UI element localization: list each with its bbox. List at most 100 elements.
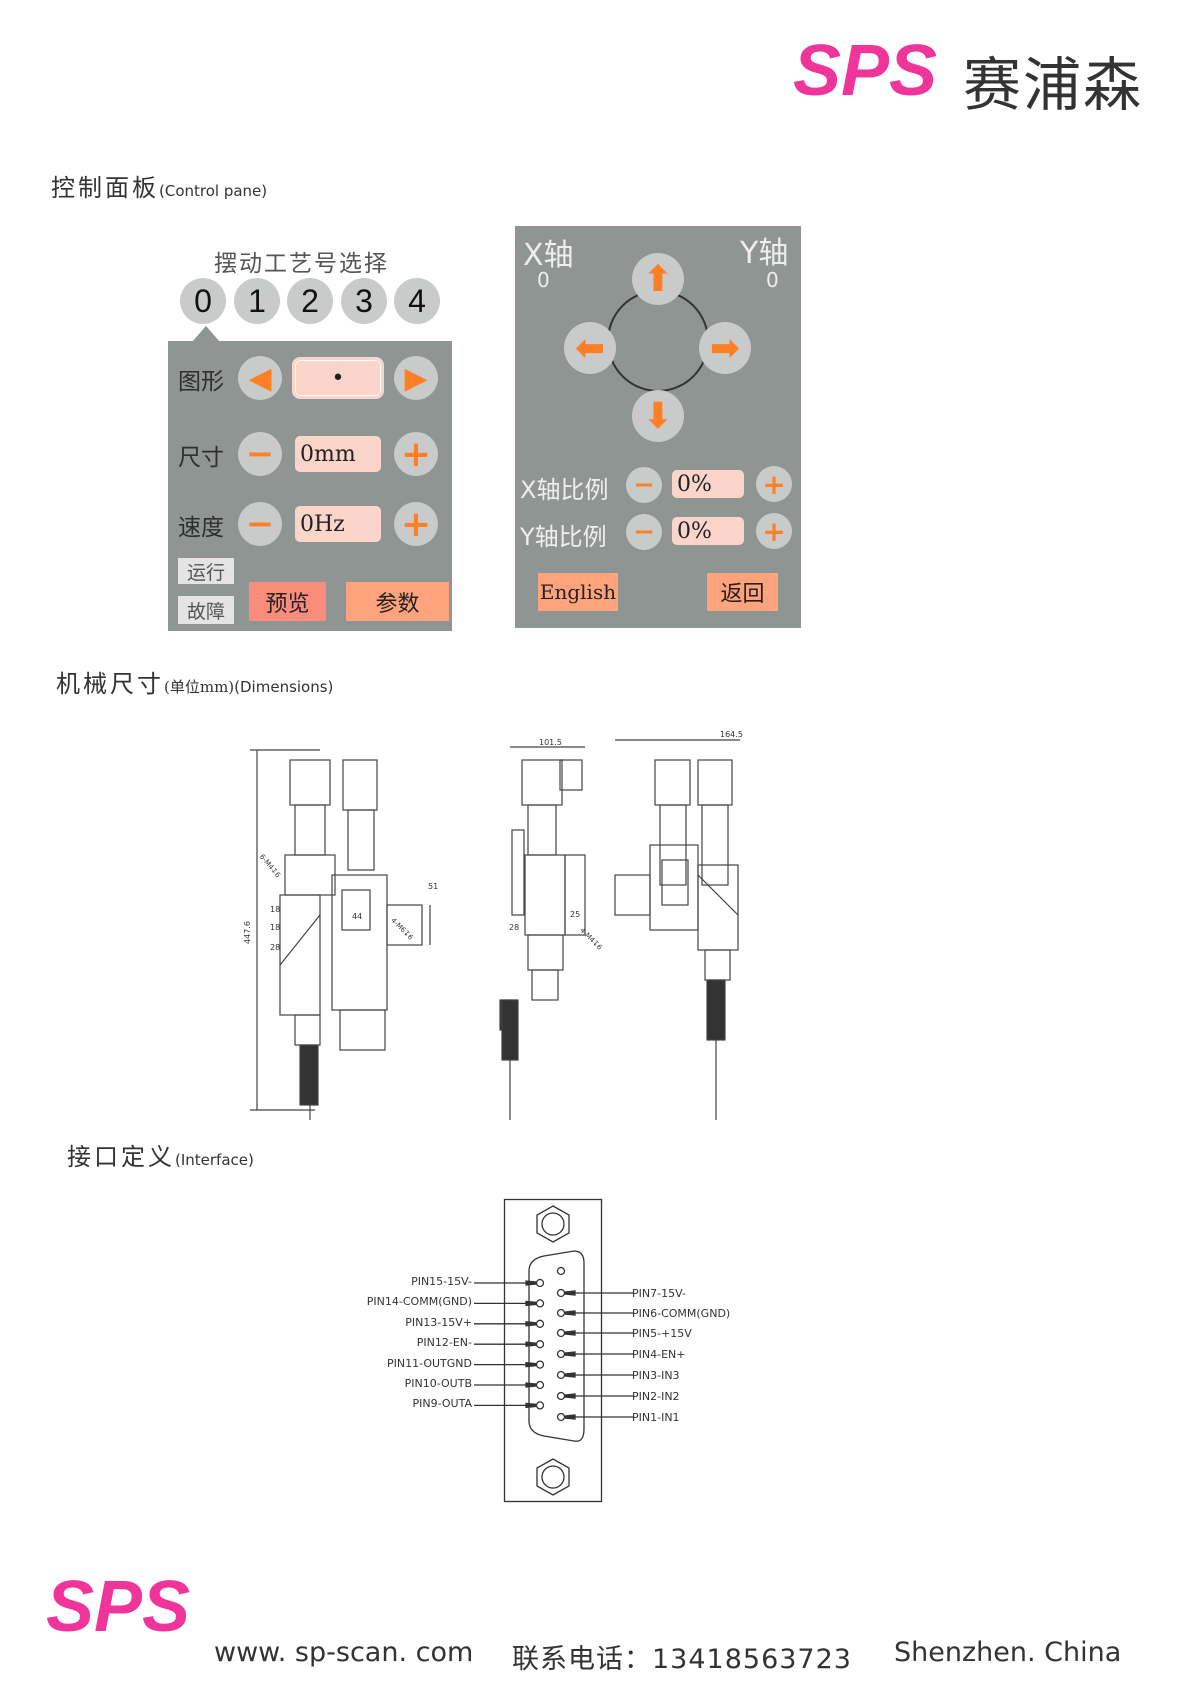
- pin-label-right: PIN7-15V-: [632, 1287, 686, 1300]
- x-ratio-field[interactable]: 0%: [672, 470, 744, 498]
- heading-en: (Control pane): [159, 182, 268, 200]
- footer-website: www. sp-scan. com: [214, 1637, 474, 1668]
- pin-label-right: PIN6-COMM(GND): [632, 1307, 731, 1320]
- front-view: [250, 749, 431, 1120]
- pin-dot: [556, 1349, 566, 1359]
- dim-51: 51: [428, 882, 439, 891]
- dim-101: 101.5: [539, 738, 562, 747]
- speed-field[interactable]: 0Hz: [295, 506, 381, 542]
- dim-28a: 28: [270, 943, 281, 952]
- size-label: 尺寸: [178, 445, 224, 471]
- dim-height: 447.6: [242, 921, 252, 944]
- pin-dot: [535, 1340, 545, 1349]
- pin-dot: [556, 1308, 566, 1318]
- y-ratio-minus[interactable]: −: [626, 514, 662, 550]
- preview-button[interactable]: 预览: [249, 582, 326, 621]
- pin-label-left: PIN10-OUTB: [404, 1377, 472, 1390]
- pin-dot: [556, 1370, 566, 1380]
- process-number-2[interactable]: 2: [287, 278, 333, 324]
- pin-dot: [556, 1391, 566, 1401]
- pin-label-right: PIN2-IN2: [632, 1390, 680, 1403]
- x-axis-label: X轴: [523, 238, 574, 273]
- english-button[interactable]: English: [538, 573, 618, 611]
- size-plus-button[interactable]: +: [394, 432, 438, 476]
- dimension-drawings: [250, 739, 740, 1120]
- dim-28b: 28: [509, 923, 520, 932]
- heading-text: 接口定义: [67, 1143, 175, 1171]
- pin-label-left: PIN11-OUTGND: [386, 1356, 472, 1370]
- side-view: [499, 746, 586, 1120]
- x-ratio-minus[interactable]: −: [626, 467, 662, 503]
- y-axis-label: Y轴: [740, 236, 789, 271]
- speed-plus-button[interactable]: +: [394, 502, 438, 546]
- size-field[interactable]: 0mm: [295, 436, 381, 472]
- footer-phone: 联系电话：13418563723: [512, 1644, 852, 1675]
- x-ratio-label: X轴比例: [520, 476, 609, 504]
- pin-label-right: PIN1-IN1: [632, 1411, 680, 1424]
- pin-label-right: PIN3-IN3: [632, 1369, 680, 1382]
- header-brand: 赛浦森: [963, 51, 1144, 119]
- pin-label-left: PIN13-15V+: [405, 1315, 472, 1329]
- shape-next-button[interactable]: ▶: [394, 356, 438, 400]
- pin-label-left: PIN15-15V-: [411, 1275, 472, 1288]
- pin-dot: [535, 1401, 545, 1410]
- speed-label: 速度: [178, 515, 224, 541]
- section-heading-dimensions: 机械尺寸(单位mm)(Dimensions): [56, 664, 333, 699]
- process-number-4[interactable]: 4: [394, 278, 440, 324]
- process-number-3[interactable]: 3: [341, 278, 387, 324]
- dim-25: 25: [570, 910, 581, 919]
- heading-unit: (单位mm): [164, 678, 235, 696]
- jog-left-button[interactable]: ⬅: [564, 322, 616, 374]
- pin-label-left: PIN14-COMM(GND): [366, 1295, 472, 1309]
- y-ratio-plus[interactable]: +: [756, 513, 792, 549]
- footer-logo: SPS: [46, 1567, 191, 1647]
- section-heading-control-panel: 控制面板(Control pane): [51, 168, 267, 203]
- pin-dot: [535, 1299, 545, 1308]
- speed-minus-button[interactable]: −: [238, 502, 282, 546]
- size-minus-button[interactable]: −: [238, 432, 282, 476]
- pin-dot: [556, 1288, 566, 1298]
- pin-dot: [535, 1278, 545, 1288]
- y-ratio-field[interactable]: 0%: [672, 517, 744, 545]
- pin-dot: [556, 1266, 566, 1276]
- y-axis-value: 0: [766, 268, 779, 292]
- jog-right-button[interactable]: ➡: [699, 322, 751, 374]
- shape-field: •: [292, 357, 384, 399]
- params-button[interactable]: 参数: [346, 582, 449, 621]
- footer-location: Shenzhen. China: [894, 1637, 1122, 1668]
- pin-dot: [535, 1360, 545, 1369]
- shape-label: 图形: [178, 369, 224, 395]
- pin-label-left: PIN9-OUTA: [412, 1397, 472, 1411]
- pin-dot: [556, 1412, 566, 1422]
- y-ratio-label: Y轴比例: [520, 523, 607, 551]
- dim-18b: 18: [270, 923, 281, 932]
- back-button[interactable]: 返回: [707, 573, 778, 611]
- pin-label-right: PIN5-+15V: [632, 1327, 692, 1340]
- jog-down-button[interactable]: ⬇: [632, 390, 684, 442]
- selection-pointer: [192, 326, 220, 342]
- pin-dot: [535, 1319, 545, 1328]
- status-running: 运行: [178, 558, 234, 584]
- process-number-1[interactable]: 1: [234, 278, 280, 324]
- rear-view: [614, 739, 740, 1120]
- x-axis-value: 0: [537, 268, 550, 292]
- heading-en: (Interface): [175, 1151, 254, 1169]
- dim-44: 44: [352, 912, 363, 921]
- dim-164: 164.5: [720, 730, 743, 739]
- process-number-0[interactable]: 0: [180, 278, 226, 324]
- dim-18a: 18: [270, 905, 281, 914]
- db15-connector: [474, 1198, 634, 1503]
- x-ratio-plus[interactable]: +: [756, 466, 792, 502]
- section-heading-interface: 接口定义(Interface): [67, 1137, 254, 1172]
- process-select-title: 摆动工艺号选择: [214, 251, 389, 277]
- jog-up-button[interactable]: ⬆: [632, 253, 684, 305]
- pin-label-right: PIN4-EN+: [632, 1348, 686, 1361]
- pin-dot: [535, 1380, 545, 1390]
- heading-text: 机械尺寸: [56, 670, 164, 698]
- pin-dot: [556, 1328, 566, 1338]
- heading-en: (Dimensions): [234, 678, 334, 696]
- shape-prev-button[interactable]: ◀: [238, 356, 282, 400]
- status-fault: 故障: [178, 596, 234, 624]
- header-logo: SPS: [793, 31, 938, 111]
- heading-text: 控制面板: [51, 174, 159, 202]
